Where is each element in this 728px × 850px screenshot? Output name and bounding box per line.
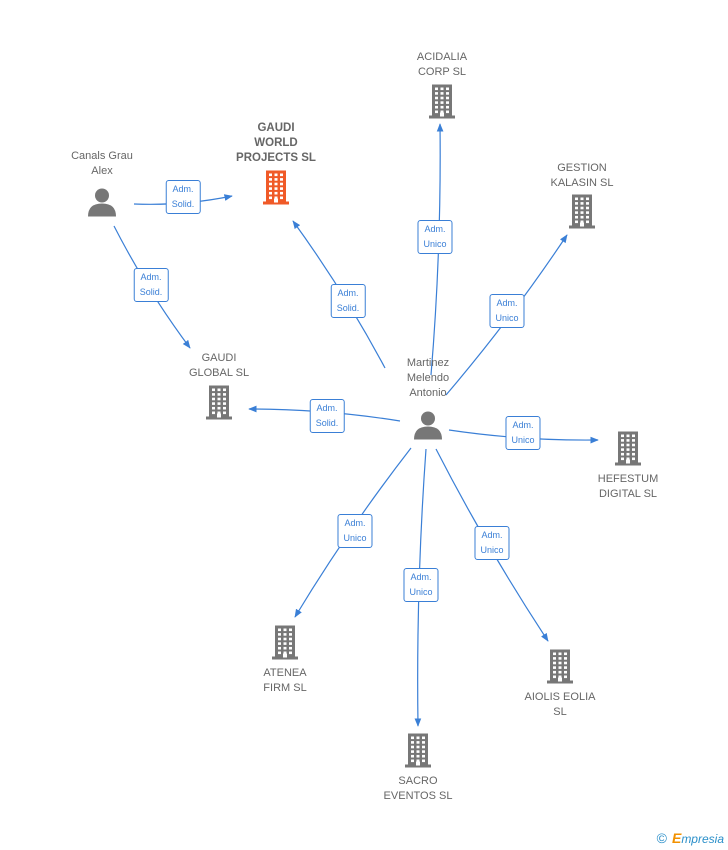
node-label-atenea[interactable]: ATENEA FIRM SL xyxy=(263,667,307,694)
edge-label-martinez-to-gaudi_world[interactable]: Adm. Solid. xyxy=(330,284,366,318)
edge-label-martinez-to-sacro[interactable]: Adm. Unico xyxy=(403,568,439,602)
brand-logo: Empresia xyxy=(672,830,724,846)
building-icon[interactable] xyxy=(270,624,300,665)
edge-label-canals-to-gaudi_global[interactable]: Adm. Solid. xyxy=(133,268,169,302)
node-label-sacro[interactable]: SACRO EVENTOS SL xyxy=(383,775,453,802)
building-icon[interactable] xyxy=(204,384,234,425)
brand-initial: E xyxy=(671,830,682,846)
node-label-hefestum[interactable]: HEFESTUM DIGITAL SL xyxy=(597,473,659,500)
edge-label-martinez-to-gestion[interactable]: Adm. Unico xyxy=(489,294,525,328)
node-label-acidalia[interactable]: ACIDALIA CORP SL xyxy=(416,51,468,78)
person-icon[interactable] xyxy=(413,410,443,445)
node-label-gaudi_global[interactable]: GAUDI GLOBAL SL xyxy=(188,352,250,379)
edge-label-martinez-to-acidalia[interactable]: Adm. Unico xyxy=(417,220,453,254)
node-label-martinez[interactable]: Martinez Melendo Antonio xyxy=(406,357,450,399)
building-icon[interactable] xyxy=(545,648,575,689)
building-icon-focus[interactable] xyxy=(261,169,291,210)
building-icon[interactable] xyxy=(613,430,643,471)
building-icon[interactable] xyxy=(427,83,457,124)
node-label-aiolis[interactable]: AIOLIS EOLIA SL xyxy=(524,691,596,718)
building-icon[interactable] xyxy=(403,732,433,773)
edge-label-martinez-to-aiolis[interactable]: Adm. Unico xyxy=(474,526,510,560)
edge-label-martinez-to-gaudi_global[interactable]: Adm. Solid. xyxy=(309,399,345,433)
node-label-canals[interactable]: Canals Grau Alex xyxy=(71,150,133,177)
footer-brand: © Empresia xyxy=(657,830,724,846)
person-icon[interactable] xyxy=(87,187,117,222)
node-label-gestion[interactable]: GESTION KALASIN SL xyxy=(550,162,614,189)
edge-label-martinez-to-atenea[interactable]: Adm. Unico xyxy=(337,514,373,548)
node-label-gaudi_world[interactable]: GAUDI WORLD PROJECTS SL xyxy=(236,122,316,164)
copyright-symbol: © xyxy=(656,830,667,846)
brand-name: mpresia xyxy=(681,832,724,846)
building-icon[interactable] xyxy=(567,193,597,234)
edge-label-martinez-to-hefestum[interactable]: Adm. Unico xyxy=(505,416,541,450)
edge-label-canals-to-gaudi_world[interactable]: Adm. Solid. xyxy=(165,180,201,214)
